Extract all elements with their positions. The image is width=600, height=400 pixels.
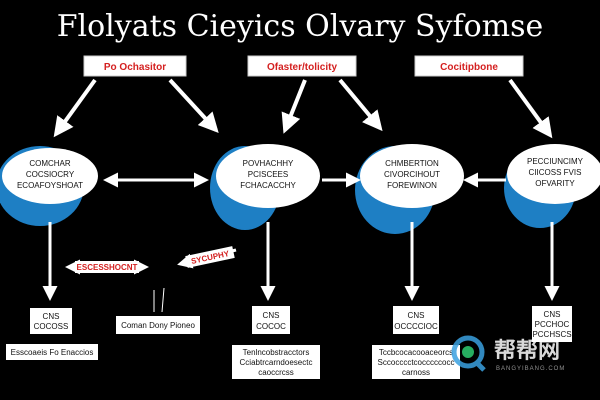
- box-line: PCCHOC: [535, 320, 570, 329]
- bottom-line: Tenlncobstracctors: [243, 348, 310, 357]
- node-line: COCSIOCRY: [26, 170, 75, 179]
- box-coman-dony-pioneo: Coman Dony Pioneo: [116, 316, 200, 334]
- category-label: Ofaster/tolicity: [267, 62, 337, 73]
- mid-label-text: ESCESSHOCNT: [77, 263, 138, 272]
- node-line: COMCHAR: [29, 159, 71, 168]
- node-povhachhy: POVHACHHY PCISCEES FCHACACCHY: [210, 144, 320, 230]
- vertical-arrows: [42, 222, 560, 301]
- node-line: ECOAFOYSHOAT: [17, 181, 83, 190]
- bottom-line: Tccbcocacooaceorcs: [379, 348, 453, 357]
- bottom-line: Cciabtrcarndoesectc: [240, 358, 313, 367]
- bottom-line: carnoss: [402, 368, 430, 377]
- mid-label-esscesshocnt: ESCESSHOCNT: [65, 259, 149, 275]
- node-line: FOREWINON: [387, 181, 437, 190]
- node-line: FCHACACCHY: [240, 181, 296, 190]
- box-line: COCOSS: [34, 322, 69, 331]
- node-peccuncimy: PECCIUNCIMY CIICOSS FVIS OFVARITY: [504, 144, 600, 228]
- diagonal-arrows: [53, 78, 553, 139]
- box-line: CNS: [544, 310, 561, 319]
- watermark-text: 帮帮网: [494, 338, 560, 363]
- category-label: Cocitipbone: [440, 62, 498, 73]
- watermark-sub: BANGYIBANG.COM: [496, 366, 565, 372]
- node-comchar: COMCHAR COCSIOCRY ECOAFOYSHOAT: [0, 146, 98, 226]
- bottom-line: Sccocccctcocccccocc: [378, 358, 455, 367]
- watermark-logo-icon: [451, 335, 486, 372]
- bottom-text-esscoaeis: Esscoaeis Fo Enaccios: [6, 344, 98, 360]
- node-line: CHMBERTION: [385, 159, 439, 168]
- node-line: PECCIUNCIMY: [527, 157, 584, 166]
- box-cns-pcchoc: CNS PCCHOC PCCHSCS: [532, 306, 572, 342]
- connector-lines: [153, 287, 165, 313]
- node-line: PCISCEES: [248, 170, 288, 179]
- node-line: OFVARITY: [535, 179, 575, 188]
- box-line: CNS: [408, 311, 425, 320]
- bottom-line: Esscoaeis Fo Enaccios: [11, 348, 94, 357]
- watermark: 帮帮网 BANGYIBANG.COM: [451, 335, 565, 372]
- node-chmbertion: CHMBERTION CIVORCIHOUT FOREWINON: [355, 144, 464, 234]
- category-label: Po Ochasitor: [104, 62, 166, 73]
- bottom-line: caoccrcss: [258, 368, 294, 377]
- node-line: CIVORCIHOUT: [384, 170, 440, 179]
- category-cocitipbone: Cocitipbone: [414, 55, 524, 77]
- box-cns-occccioc: CNS OCCCCIOC: [393, 306, 439, 334]
- box-line: CNS: [263, 311, 280, 320]
- mid-label-sycuphy: SYCUPHY: [177, 246, 237, 269]
- box-line: COCOC: [256, 322, 286, 331]
- node-line: CIICOSS FVIS: [529, 168, 582, 177]
- box-line: OCCCCIOC: [394, 322, 438, 331]
- category-po-ochasitor: Po Ochasitor: [83, 55, 187, 77]
- box-line: Coman Dony Pioneo: [121, 321, 195, 330]
- box-line: PCCHSCS: [532, 330, 571, 339]
- bottom-text-tccbcocacoo: Tccbcocacooaceorcs Sccocccctcocccccocc c…: [372, 345, 460, 379]
- box-cns-cococ: CNS COCOC: [252, 306, 290, 334]
- diagram-title: Flolyats Cieyics Olvary Syfomse: [57, 9, 544, 44]
- box-cns-cocoss: CNS COCOSS: [30, 308, 72, 334]
- box-line: CNS: [43, 312, 60, 321]
- node-line: POVHACHHY: [243, 159, 294, 168]
- bottom-text-tenlncobstracctors: Tenlncobstracctors Cciabtrcarndoesectc c…: [232, 345, 320, 379]
- category-ofaster-tolicity: Ofaster/tolicity: [247, 55, 357, 77]
